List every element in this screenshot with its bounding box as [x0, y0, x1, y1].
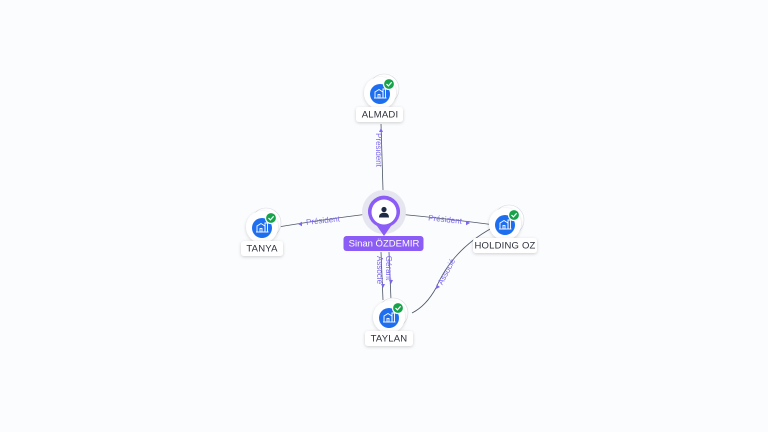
- node-label-bg: [356, 107, 403, 122]
- edge-center-tanya: [277, 213, 369, 228]
- building-icon: [383, 312, 396, 323]
- verified-check-icon: [382, 77, 396, 91]
- edge-center-almadi: [380, 123, 384, 191]
- company-label-holding-oz: HOLDING OZ: [474, 241, 535, 252]
- company-node-holding-oz[interactable]: HOLDING OZ: [473, 204, 537, 253]
- edge-label-taylan-associe: Associé: [375, 256, 384, 285]
- verified-check-icon: [507, 208, 521, 222]
- center-person-node[interactable]: Sinan ÖZDEMIR: [343, 190, 424, 251]
- node-label-bg: [241, 241, 283, 256]
- arrow-almadi: [379, 128, 383, 132]
- verified-check-icon: [391, 301, 405, 315]
- company-label-tanya: TANYA: [246, 244, 278, 255]
- center-label: Sinan ÖZDEMIR: [349, 239, 420, 250]
- person-icon: [379, 206, 389, 218]
- company-label-taylan: TAYLAN: [371, 334, 408, 345]
- arrow-holding-taylan: [436, 284, 440, 289]
- edge-label-almadi: Président: [374, 133, 383, 168]
- arrow-taylan-a: [381, 284, 385, 288]
- node-label-bg: [473, 238, 537, 253]
- center-label-bg: [343, 236, 424, 251]
- edge-label-holding-taylan: Associé: [436, 257, 457, 286]
- edge-holding-taylan: [411, 227, 493, 314]
- verified-check-icon: [264, 211, 278, 225]
- company-node-tanya[interactable]: TANYA: [241, 207, 283, 256]
- company-node-taylan[interactable]: TAYLAN: [365, 297, 413, 346]
- arrow-holding: [466, 220, 470, 226]
- building-icon: [256, 222, 269, 233]
- edge-label-taylan-gerant: Gérant: [384, 256, 393, 281]
- building-icon: [374, 88, 387, 99]
- building-icon: [499, 219, 512, 230]
- company-label-almadi: ALMADI: [362, 110, 399, 121]
- company-node-almadi[interactable]: ALMADI: [356, 73, 403, 122]
- node-label-bg: [365, 331, 413, 346]
- edge-center-taylan-b: [388, 251, 392, 301]
- edge-label-tanya: Président: [306, 214, 341, 227]
- edge-center-taylan-a: [380, 251, 384, 301]
- edge-label-holding: Président: [428, 213, 463, 226]
- arrow-taylan-b: [389, 280, 393, 284]
- edge-labels: Président Président Président Associé Gé…: [306, 133, 463, 286]
- edge-center-holding: [397, 213, 496, 226]
- edges: [277, 123, 496, 314]
- arrow-tanya: [298, 221, 302, 227]
